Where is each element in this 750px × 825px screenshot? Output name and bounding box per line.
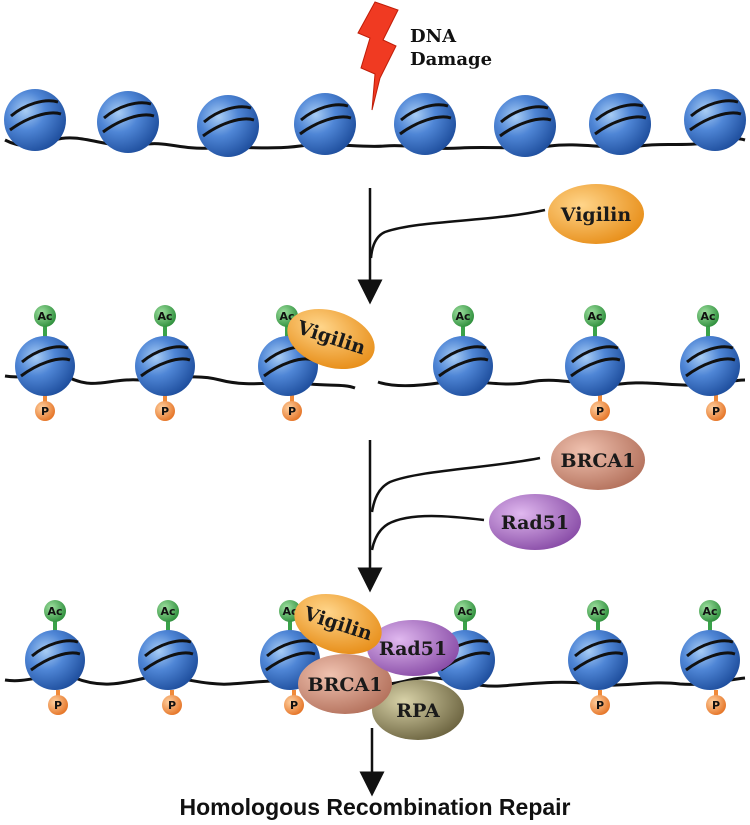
svg-text:Ac: Ac xyxy=(282,605,297,618)
brca1-bound: BRCA1 xyxy=(298,654,392,714)
dna-damage-label-line2: Damage xyxy=(410,49,492,70)
nucleosome xyxy=(394,93,456,155)
rad51-free: Rad51 xyxy=(489,494,581,550)
svg-text:Ac: Ac xyxy=(587,310,602,323)
nucleosome-modified: Ac P xyxy=(135,305,195,421)
svg-text:P: P xyxy=(596,699,604,712)
nucleosome-modified: Ac P xyxy=(15,305,75,421)
chromatin-row-3: Ac P Ac P Ac P xyxy=(4,593,746,740)
svg-text:P: P xyxy=(712,405,720,418)
outcome-label: Homologous Recombination Repair xyxy=(179,794,570,820)
svg-text:P: P xyxy=(712,699,720,712)
brca1-recruit-curve xyxy=(370,456,541,513)
svg-text:Ac: Ac xyxy=(160,605,175,618)
svg-text:Ac: Ac xyxy=(47,605,62,618)
svg-text:Vigilin: Vigilin xyxy=(560,204,632,226)
svg-text:P: P xyxy=(41,405,49,418)
svg-text:Ac: Ac xyxy=(590,605,605,618)
nucleosome xyxy=(494,95,556,157)
svg-text:Rad51: Rad51 xyxy=(501,512,569,534)
nucleosome-modified: Ac P xyxy=(138,600,198,715)
svg-text:Ac: Ac xyxy=(457,605,472,618)
svg-text:P: P xyxy=(290,699,298,712)
svg-text:Ac: Ac xyxy=(455,310,470,323)
chromatin-row-2: Ac P Ac P Ac P xyxy=(4,305,746,421)
nucleosome xyxy=(684,89,746,151)
svg-text:P: P xyxy=(168,699,176,712)
nucleosome xyxy=(294,93,356,155)
chromatin-row-1 xyxy=(4,89,746,157)
svg-text:RPA: RPA xyxy=(396,700,440,722)
repair-complex: RPA BRCA1 Rad51 Vigilin xyxy=(294,593,464,740)
svg-text:Ac: Ac xyxy=(702,605,717,618)
rpa-protein: RPA xyxy=(372,680,464,740)
svg-text:Rad51: Rad51 xyxy=(379,638,447,660)
rad51-bound: Rad51 xyxy=(367,620,459,676)
svg-text:Ac: Ac xyxy=(157,310,172,323)
svg-text:Ac: Ac xyxy=(37,310,52,323)
nucleosome xyxy=(97,91,159,153)
svg-text:BRCA1: BRCA1 xyxy=(308,674,383,696)
vigilin-in-complex: Vigilin xyxy=(294,593,382,655)
dna-damage-label-line1: DNA xyxy=(410,26,457,47)
svg-text:BRCA1: BRCA1 xyxy=(561,450,636,472)
rad51-recruit-curve xyxy=(370,514,485,551)
vigilin-recruit-curve xyxy=(369,208,546,259)
nucleosome-modified: Ac P xyxy=(565,305,625,421)
nucleosome xyxy=(197,95,259,157)
svg-text:P: P xyxy=(54,699,62,712)
svg-text:P: P xyxy=(288,405,296,418)
vigilin-free: Vigilin xyxy=(548,184,644,244)
nucleosome-modified: Ac xyxy=(433,305,493,396)
nucleosome xyxy=(4,89,66,151)
svg-text:Ac: Ac xyxy=(700,310,715,323)
brca1-free: BRCA1 xyxy=(551,430,645,490)
svg-text:P: P xyxy=(596,405,604,418)
nucleosome xyxy=(589,93,651,155)
dna-damage-bolt-icon xyxy=(357,1,399,111)
svg-text:Ac: Ac xyxy=(279,310,294,323)
nucleosome-modified: Ac P xyxy=(25,600,85,715)
svg-text:P: P xyxy=(161,405,169,418)
nucleosome-modified: Ac P xyxy=(680,600,740,715)
vigilin-bound: Vigilin xyxy=(287,308,375,370)
nucleosome-modified: Ac P xyxy=(680,305,740,421)
nucleosome-modified: Ac P xyxy=(568,600,628,715)
